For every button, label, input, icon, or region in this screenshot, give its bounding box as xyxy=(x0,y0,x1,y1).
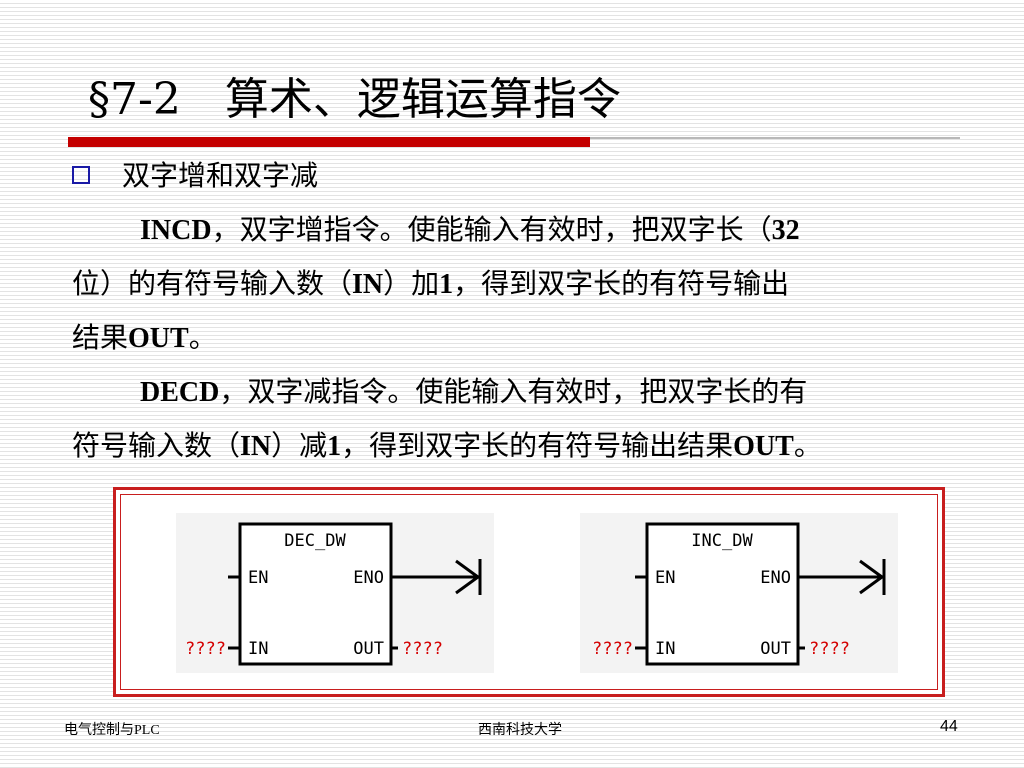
bold-term: 1 xyxy=(327,431,342,462)
title-underline-accent xyxy=(68,137,590,147)
text-run: 结果 xyxy=(72,321,129,354)
footer-university: 西南科技大学 xyxy=(478,722,562,738)
ladder-diagram-inner-border xyxy=(120,494,938,690)
bold-term: 1 xyxy=(439,269,454,300)
footer-course: 电气控制与PLC xyxy=(64,723,160,738)
ladder-diagram-frame: DEC_DW EN ENO IN OUT ???? ???? INC_DW EN… xyxy=(113,487,945,697)
dec-dw-block: DEC_DW EN ENO IN OUT ???? ???? xyxy=(176,513,494,673)
eno-label: ENO xyxy=(760,568,791,588)
body-line-decd-cont: 符号输入数（IN）减1，得到双字长的有符号输出结果OUT。 xyxy=(72,428,822,465)
out-operand[interactable]: ???? xyxy=(809,639,850,659)
slide-title: §7-2 算术、逻辑运算指令 xyxy=(88,74,621,125)
text-run: ，得到双字长的有符号输出结果 xyxy=(341,429,734,462)
bold-term: IN xyxy=(352,269,384,300)
body-line-decd: DECD，双字减指令。使能输入有效时，把双字长的有 xyxy=(140,374,807,411)
in-operand[interactable]: ???? xyxy=(592,639,633,659)
in-label: IN xyxy=(248,639,268,659)
page-number: 44 xyxy=(940,718,958,735)
bullet-heading: 双字增和双字减 xyxy=(122,159,319,192)
function-box xyxy=(645,522,800,666)
bold-term: DECD xyxy=(140,377,220,408)
square-bullet-icon xyxy=(72,166,90,184)
bold-term: 32 xyxy=(771,215,800,246)
out-operand[interactable]: ???? xyxy=(402,639,443,659)
out-label: OUT xyxy=(353,639,384,659)
text-run: 位）的有符号输入数（ xyxy=(72,267,353,300)
dec-dw-ladder-svg: DEC_DW EN ENO IN OUT ???? ???? xyxy=(185,522,482,666)
block-name: INC_DW xyxy=(691,531,753,551)
inc-dw-block: INC_DW EN ENO IN OUT ???? ???? xyxy=(580,513,898,673)
text-run: 符号输入数（ xyxy=(72,429,241,462)
in-label: IN xyxy=(655,639,675,659)
text-run: ，得到双字长的有符号输出 xyxy=(453,267,790,300)
block-name: DEC_DW xyxy=(284,531,346,551)
text-run: ，双字减指令。使能输入有效时，把双字长的有 xyxy=(219,375,808,408)
text-run: 。 xyxy=(188,321,217,354)
bold-term: OUT xyxy=(128,323,189,354)
text-run: ，双字增指令。使能输入有效时，把双字长（ xyxy=(211,213,772,246)
text-run: ）减 xyxy=(271,429,328,462)
bold-term: IN xyxy=(240,431,272,462)
text-run: 。 xyxy=(793,429,822,462)
text-run: ）加 xyxy=(383,267,440,300)
in-operand[interactable]: ???? xyxy=(185,639,226,659)
body-line-incd-cont: 位）的有符号输入数（IN）加1，得到双字长的有符号输出 xyxy=(72,266,789,303)
body-line-incd-end: 结果OUT。 xyxy=(72,320,217,357)
bold-term: OUT xyxy=(733,431,794,462)
en-label: EN xyxy=(655,568,675,588)
body-line-incd: INCD，双字增指令。使能输入有效时，把双字长（32 xyxy=(140,212,800,249)
out-label: OUT xyxy=(760,639,791,659)
arrow-right-icon xyxy=(455,559,481,595)
inc-dw-ladder-svg: INC_DW EN ENO IN OUT ???? ???? xyxy=(592,522,886,666)
title-underline-rule xyxy=(590,137,960,139)
en-label: EN xyxy=(248,568,268,588)
bold-term: INCD xyxy=(140,215,212,246)
arrow-right-icon xyxy=(859,559,885,595)
function-box xyxy=(238,522,393,666)
eno-label: ENO xyxy=(353,568,384,588)
